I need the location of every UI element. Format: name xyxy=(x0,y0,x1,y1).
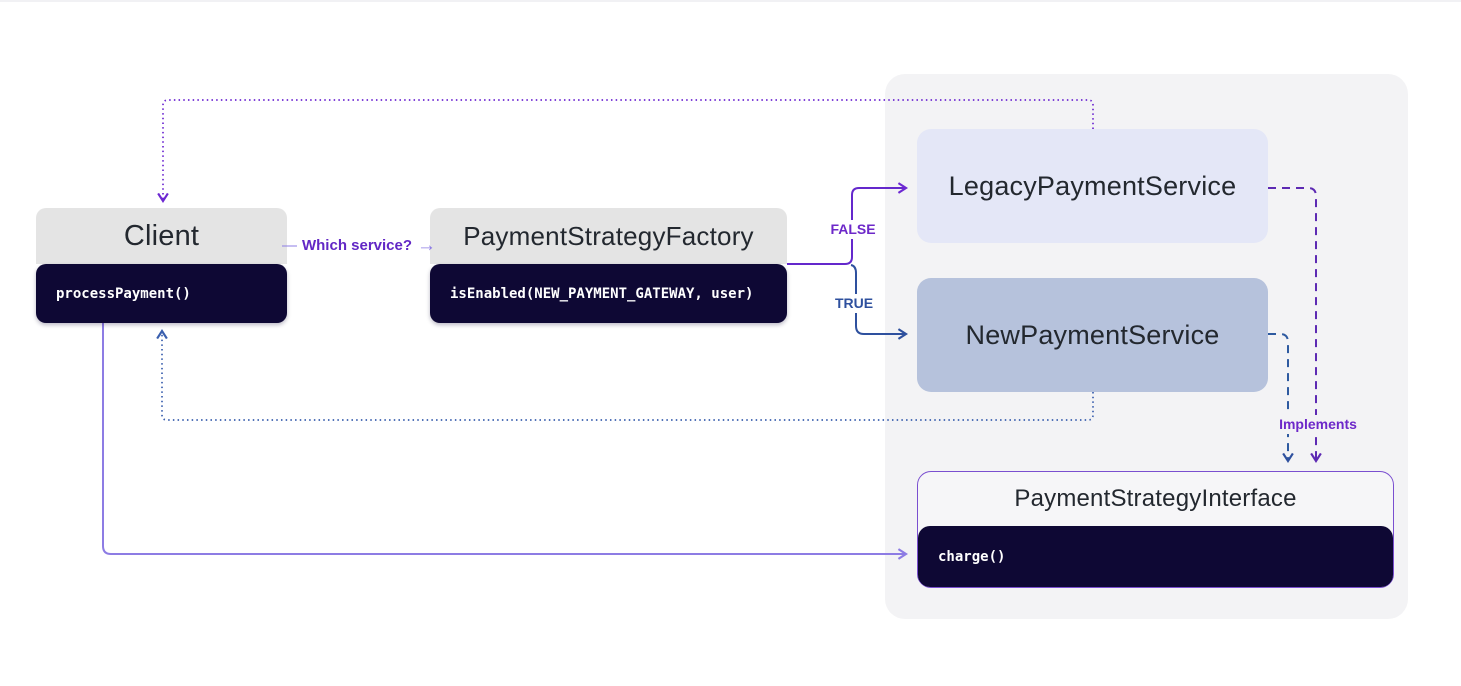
edge-client-charge xyxy=(102,323,909,560)
client-title: Client xyxy=(36,208,287,264)
edge-new-implements xyxy=(1268,333,1294,464)
interface-title: PaymentStrategyInterface xyxy=(1014,485,1297,512)
interface-method: charge() xyxy=(938,548,1006,565)
edge-legacy-implements xyxy=(1268,187,1322,464)
factory-method-row: isEnabled(NEW_PAYMENT_GATEWAY, user) xyxy=(430,264,787,323)
which-service-label: — Which service? → xyxy=(282,234,436,256)
dash-connector: — xyxy=(281,236,297,254)
node-legacy-payment-service: LegacyPaymentService xyxy=(917,129,1268,243)
interface-method-row: charge() xyxy=(918,526,1393,587)
implements-label: Implements xyxy=(1268,415,1368,435)
node-payment-strategy-interface: PaymentStrategyInterface charge() xyxy=(917,471,1394,588)
node-new-payment-service: NewPaymentService xyxy=(917,278,1268,392)
edge-true-branch xyxy=(850,264,909,340)
node-client: Client processPayment() xyxy=(36,208,287,323)
factory-method: isEnabled(NEW_PAYMENT_GATEWAY, user) xyxy=(450,285,754,302)
client-method-row: processPayment() xyxy=(36,264,287,323)
edge-new-return xyxy=(156,328,1094,421)
node-payment-strategy-factory: PaymentStrategyFactory isEnabled(NEW_PAY… xyxy=(430,208,787,323)
false-branch-label: FALSE xyxy=(824,220,882,240)
right-arrow-icon: → xyxy=(417,234,437,256)
true-branch-label: TRUE xyxy=(828,294,880,314)
which-service-text: Which service? xyxy=(301,236,413,254)
client-method: processPayment() xyxy=(56,285,191,302)
factory-title: PaymentStrategyFactory xyxy=(430,208,787,264)
